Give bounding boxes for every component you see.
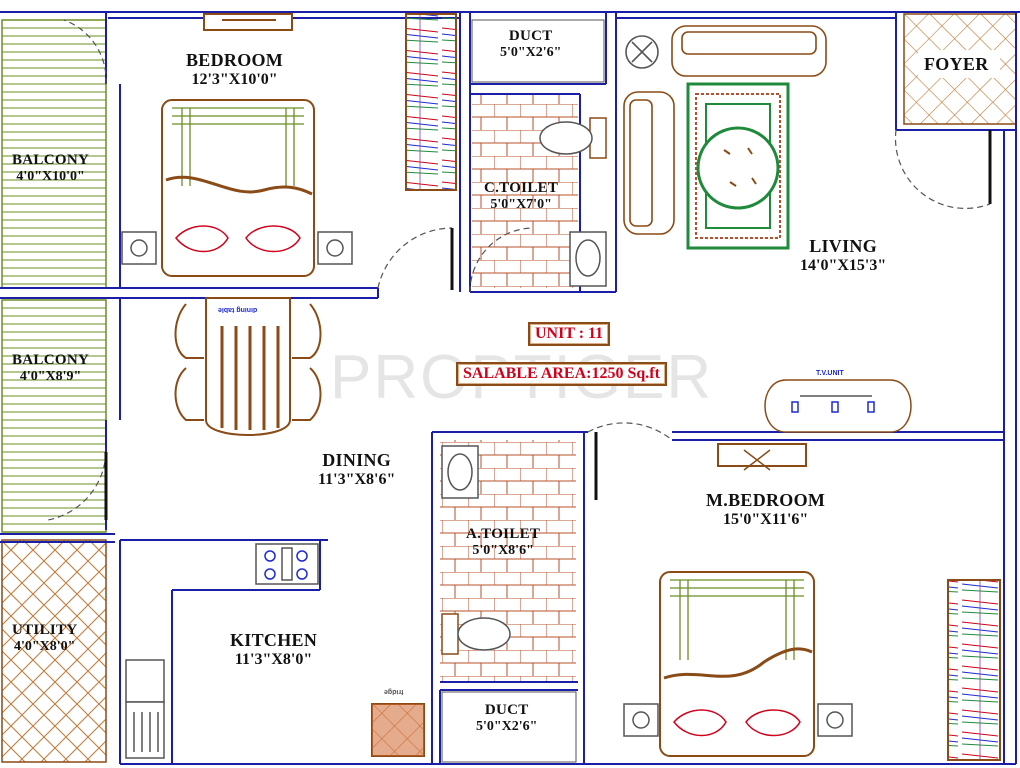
balcony-middle-name: BALCONY: [12, 352, 90, 368]
m-bedroom-wardrobe: [947, 579, 1001, 761]
tv-unit-note: T.V.UNIT: [816, 370, 844, 377]
balcony-middle: [1, 299, 107, 533]
utility-label: UTILITY 4'0"X8'0": [12, 622, 77, 655]
bedroom-wardrobe: [405, 13, 457, 191]
bedroom-dims: 12'3"X10'0": [191, 70, 278, 88]
utility-dims: 4'0"X8'0": [14, 639, 76, 655]
kitchen-label: KITCHEN 11'3"X8'0": [230, 630, 317, 669]
bedroom-name: BEDROOM: [186, 50, 284, 70]
living-rug: [686, 82, 790, 250]
dining-name: DINING: [322, 450, 392, 470]
dining-table: [174, 297, 322, 436]
balcony-top-dims: 4'0"X10'0": [16, 169, 85, 185]
duct-top-label: DUCT 5'0"X2'6": [500, 28, 561, 61]
kitchen-hob: [255, 543, 319, 585]
m-bedroom-dresser: [717, 443, 807, 471]
bedroom-nightstands: [121, 231, 353, 265]
m-bedroom-nightstands: [623, 703, 853, 737]
living-sofa: [623, 25, 827, 235]
duct-bottom-name: DUCT: [484, 702, 529, 718]
balcony-top: [1, 19, 107, 289]
balcony-middle-dims: 4'0"X8'9": [19, 369, 82, 385]
foyer-name: FOYER: [924, 54, 989, 74]
kitchen-sink: [125, 659, 165, 759]
balcony-top-label: BALCONY 4'0"X10'0": [12, 152, 89, 185]
duct-top-dims: 5'0"X2'6": [500, 45, 562, 61]
c-toilet-fixtures: [539, 117, 607, 287]
fridge-note: fridge: [384, 688, 404, 695]
salable-area-tag: SALABLE AREA:1250 Sq.ft: [456, 362, 667, 386]
walls: [0, 11, 1020, 765]
m-bedroom-bed: [659, 571, 815, 757]
living-name: LIVING: [809, 236, 878, 256]
dining-table-note: dining table: [218, 306, 258, 313]
a-toilet-name: A.TOILET: [466, 526, 541, 542]
duct-bottom-dims: 5'0"X2'6": [476, 719, 538, 735]
living-label: LIVING 14'0"X15'3": [800, 236, 886, 275]
balcony-middle-label: BALCONY 4'0"X8'9": [12, 352, 89, 385]
bedroom-bed: [161, 13, 315, 277]
fridge: [371, 703, 425, 757]
m-bedroom-label: M.BEDROOM 15'0"X11'6": [706, 490, 825, 529]
m-bedroom-name: M.BEDROOM: [706, 490, 826, 510]
door-leaves: [104, 130, 992, 520]
duct-top-box: [471, 19, 605, 83]
unit-tag: UNIT : 11: [528, 322, 611, 346]
utility-name: UTILITY: [12, 622, 78, 638]
a-toilet-dims: 5'0"X8'6": [472, 543, 534, 559]
foyer-label: FOYER: [924, 54, 989, 75]
living-dims: 14'0"X15'3": [800, 256, 887, 274]
utility-floor: [1, 539, 107, 763]
duct-bottom-box: [441, 691, 577, 763]
m-bedroom-dims: 15'0"X11'6": [722, 510, 809, 528]
a-toilet-label: A.TOILET 5'0"X8'6": [466, 526, 540, 559]
kitchen-dims: 11'3"X8'0": [234, 650, 313, 668]
bedroom-label: BEDROOM 12'3"X10'0": [186, 50, 283, 89]
tv-unit: [764, 379, 912, 433]
a-toilet-fixtures: [441, 445, 511, 655]
c-toilet-name: C.TOILET: [484, 180, 559, 196]
dining-label: DINING 11'3"X8'6": [318, 450, 395, 489]
c-toilet-dims: 5'0"X7'0": [490, 197, 552, 213]
duct-top-name: DUCT: [508, 28, 553, 44]
c-toilet-label: C.TOILET 5'0"X7'0": [484, 180, 558, 213]
dining-dims: 11'3"X8'6": [318, 470, 396, 488]
balcony-top-name: BALCONY: [12, 152, 90, 168]
foyer-floor: [903, 13, 1017, 125]
duct-bottom-label: DUCT 5'0"X2'6": [476, 702, 537, 735]
kitchen-name: KITCHEN: [230, 630, 318, 650]
